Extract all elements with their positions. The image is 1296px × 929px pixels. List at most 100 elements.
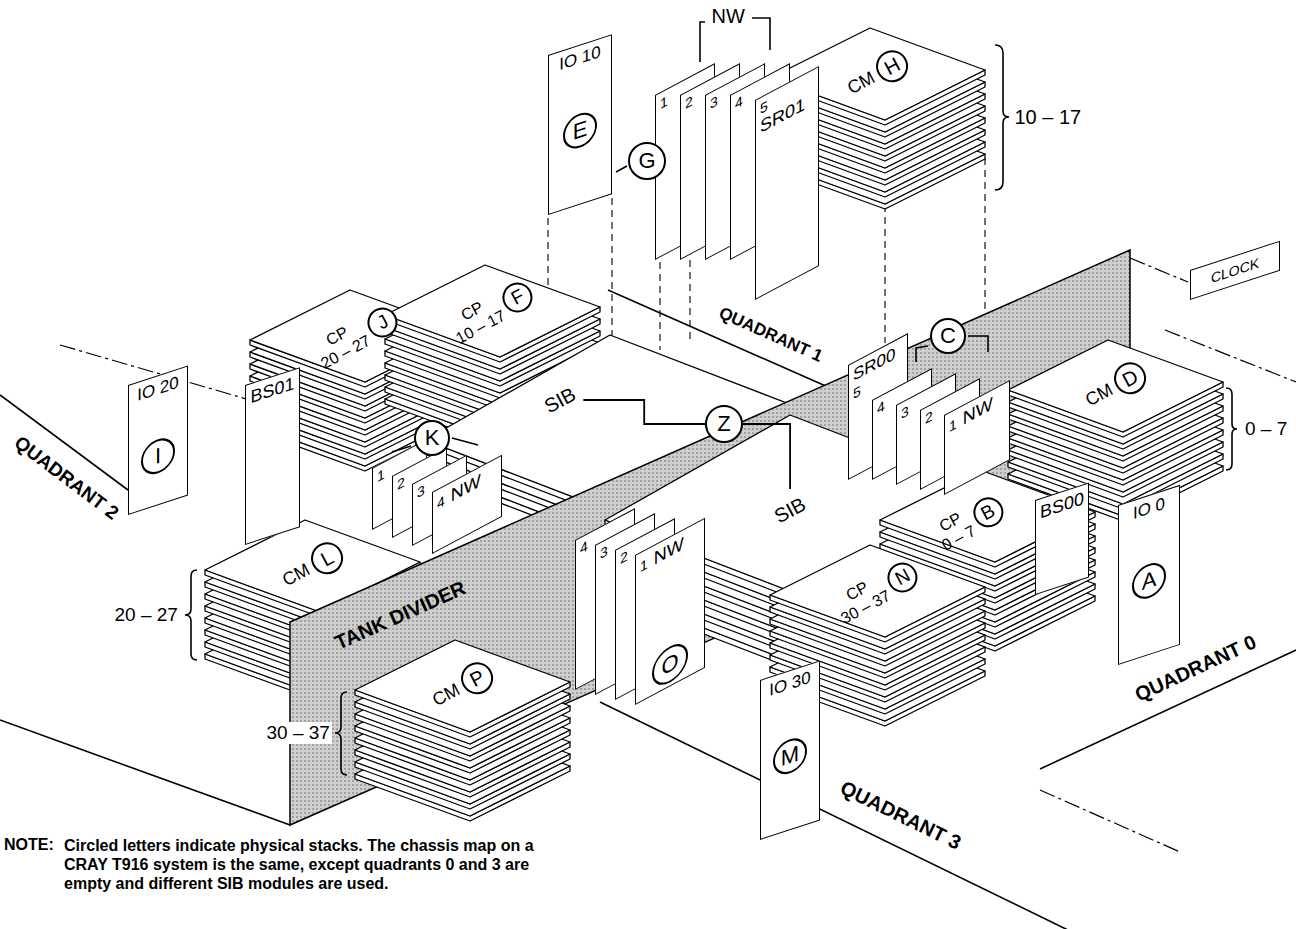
board-label: 4: [735, 92, 743, 112]
text-group: IO 30: [769, 667, 811, 700]
projection-line: [689, 248, 690, 342]
stack-letter: G: [638, 148, 655, 173]
bs-board: BS01: [245, 367, 300, 545]
text-group: 2: [620, 547, 628, 567]
text-group: CP20 – 27: [310, 315, 374, 373]
board-label: 2: [620, 547, 628, 567]
board-label: IO 0: [1133, 494, 1165, 524]
text-group: CM: [843, 67, 877, 98]
box-label: CLOCK: [1211, 254, 1259, 286]
brackets: [185, 18, 1237, 775]
stack-letter-circle: O: [652, 637, 688, 692]
text-group: 1: [377, 465, 385, 485]
group-name: NW: [712, 5, 745, 28]
board-label: 4: [877, 397, 885, 417]
cpu-plate: CP30 – 37N: [826, 551, 928, 631]
stack-letter-circle: E: [563, 108, 597, 153]
text-group: CLOCK: [1211, 254, 1259, 286]
board-label: 1: [949, 415, 957, 435]
board-label: 2: [925, 407, 933, 427]
stack-letter: K: [425, 425, 440, 450]
board-label: IO 30: [769, 667, 811, 700]
text-group: 2: [925, 407, 933, 427]
board-label: 1: [660, 92, 668, 112]
text-group: CM: [278, 559, 312, 590]
stack-letter-circle: G: [628, 142, 666, 180]
stack-letter-circle: A: [1132, 558, 1166, 603]
text-group: IO 10: [559, 42, 601, 75]
cpu-plate: CP10 – 17F: [441, 271, 543, 351]
memory-plate: CMD: [1075, 353, 1155, 418]
stack-letter: B: [977, 500, 998, 525]
quadrant-name: QUADRANT 3: [836, 776, 964, 854]
text-group: 4: [580, 537, 588, 557]
brace: [1226, 388, 1237, 470]
rear-stacks: [205, 28, 985, 701]
board-label: 1: [377, 465, 385, 485]
plate-label: CM: [428, 679, 462, 710]
board-label: 3: [417, 481, 425, 501]
brace: [995, 45, 1009, 190]
center-line: [1040, 790, 1180, 852]
brace: [185, 570, 197, 660]
text-group: BS01: [250, 373, 294, 408]
quadrant-name: QUADRANT 2: [9, 432, 122, 524]
slot-range: 30 – 37: [265, 722, 332, 744]
stack-letter: I: [155, 442, 161, 469]
board-label: BS00: [1040, 488, 1084, 523]
stack-letter-circle: B: [967, 492, 1008, 533]
text-group: SIB: [540, 382, 579, 417]
quadrant-name: QUADRANT 1: [715, 303, 825, 366]
board-label: 4: [580, 537, 588, 557]
text-group: 3: [600, 542, 608, 562]
text-group: IO 0: [1133, 494, 1165, 524]
memory-plate: CMH: [837, 41, 917, 106]
note-heading: NOTE:: [4, 836, 54, 854]
board-label: 4: [437, 492, 445, 512]
tank-divider: [290, 250, 1130, 825]
text-group: IO 20: [137, 372, 179, 405]
projection-line: [659, 262, 660, 350]
board-label: 2: [397, 473, 405, 493]
io-board: IO 10 E: [548, 34, 612, 215]
text-group: 2: [397, 473, 405, 493]
cpu-plate: CP20 – 27J: [306, 296, 408, 376]
plate-label: SIB: [540, 382, 579, 417]
text-group: CP10 – 17: [445, 290, 509, 348]
plate-label: SIB: [770, 492, 809, 527]
text-group: 1: [660, 92, 668, 112]
board-label: 3: [710, 92, 718, 112]
stack-letter: A: [1142, 565, 1157, 595]
board-label: 2: [685, 92, 693, 112]
text-group: 3: [901, 402, 909, 422]
stack-letter-circle: K: [414, 420, 450, 456]
stack-letter: H: [880, 53, 904, 80]
plate-label: CM: [278, 559, 312, 590]
center-line: [1130, 258, 1188, 282]
brace: [335, 692, 347, 775]
slot-range: 20 – 27: [115, 604, 178, 626]
stack-letter: P: [465, 665, 488, 692]
stack-letter-circle: Z: [705, 405, 743, 443]
stack-letter: J: [374, 310, 393, 334]
stack-letter: C: [940, 323, 956, 348]
cpu-plate: CP0 – 7B: [926, 486, 1013, 558]
floor-line: [0, 720, 290, 825]
text-group: BS00: [1040, 488, 1084, 523]
stack-letter-circle: I: [141, 433, 175, 478]
stack-letter: N: [892, 564, 914, 590]
board-label: IO 20: [137, 372, 179, 405]
text-group: CP0 – 7: [930, 506, 979, 555]
stack-letter: F: [508, 285, 529, 310]
board-label: BS01: [250, 373, 294, 408]
stack-letter-circle: C: [930, 318, 966, 354]
leader-connector: [743, 424, 790, 489]
stack-letter: Z: [717, 411, 730, 436]
bs-board: BS00: [1035, 482, 1089, 595]
board-label: IO 10: [559, 42, 601, 75]
stack-letter: M: [781, 740, 799, 771]
stack-letter: E: [573, 115, 588, 145]
